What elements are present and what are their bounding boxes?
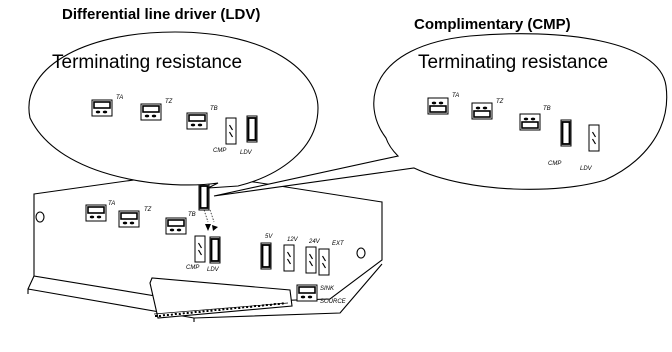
cmp-callout: Terminating resistance TA TZ TB CMP LDV: [213, 33, 668, 197]
board-ldv-jumper: [209, 236, 221, 264]
board-pointer-jumper: [198, 183, 210, 211]
terminal-connector: [149, 277, 293, 319]
ldv-header: Differential line driver (LDV): [62, 6, 260, 23]
board-24v-pins: [305, 246, 317, 274]
board-ext-label: EXT: [332, 241, 345, 247]
board-tz-jumper: [118, 210, 140, 228]
board-tb-label: TB: [188, 212, 196, 218]
board-5v-label: 5V: [265, 234, 273, 240]
board-ta-jumper: [85, 204, 107, 222]
cmp-cmp-label: CMP: [548, 161, 561, 167]
ldv-subtitle: Terminating resistance: [52, 52, 242, 73]
board-ta-label: TA: [108, 201, 115, 207]
arrow-guide-right: [209, 209, 215, 223]
board-ext-pins: [318, 248, 330, 276]
ldv-ta-jumper: [91, 99, 113, 117]
ldv-ta-label: TA: [116, 95, 123, 101]
ldv-ldv-jumper: [246, 115, 258, 143]
ldv-tz-jumper: [140, 103, 162, 121]
mounting-hole-left: [35, 211, 45, 223]
ldv-tz-label: TZ: [165, 99, 173, 105]
board-tz-label: TZ: [144, 207, 152, 213]
cmp-tz-label: TZ: [496, 99, 504, 105]
ldv-ldv-label: LDV: [240, 150, 253, 156]
board-cmp-label: CMP: [186, 265, 199, 271]
board-ldv-label: LDV: [207, 267, 220, 273]
cmp-ta-label: TA: [452, 93, 459, 99]
cmp-header: Complimentary (CMP): [414, 16, 571, 33]
arrow-guide-left: [203, 209, 209, 223]
cmp-tb-label: TB: [543, 106, 551, 112]
ldv-callout: Terminating resistance TA TZ TB CMP LDV: [28, 31, 319, 189]
board-source-label: SOURCE: [320, 299, 347, 305]
ldv-cmp-label: CMP: [213, 148, 226, 154]
board-cmp-pins: [194, 235, 206, 263]
ldv-tb-jumper: [186, 112, 208, 130]
arrow-down-left: [205, 224, 211, 231]
cmp-subtitle: Terminating resistance: [418, 52, 608, 73]
cmp-cmp-jumper: [560, 119, 572, 147]
board-sink-label: SINK: [320, 286, 335, 292]
board-tb-jumper: [165, 217, 187, 235]
ldv-tb-label: TB: [210, 106, 218, 112]
board-12v-pins: [283, 244, 295, 272]
board-sink-source-jumper: [296, 284, 318, 302]
ldv-callout-bubble: [28, 31, 319, 189]
board-24v-label: 24V: [308, 239, 321, 245]
cmp-ldv-pins: [588, 124, 600, 152]
mounting-hole-right: [356, 247, 366, 259]
interface-board: TA TZ TB CMP LDV 5V 12V 24V EXT SINK SOU…: [27, 171, 383, 322]
cmp-callout-bubble: [213, 33, 668, 197]
cmp-tb-jumper: [519, 113, 541, 131]
cmp-ta-jumper: [427, 97, 449, 115]
board-12v-label: 12V: [287, 237, 299, 243]
cmp-tz-jumper: [471, 102, 493, 120]
board-5v-jumper: [260, 242, 272, 270]
arrow-down-right: [212, 225, 218, 231]
cmp-ldv-label: LDV: [580, 166, 593, 172]
ldv-cmp-pins: [225, 117, 237, 145]
